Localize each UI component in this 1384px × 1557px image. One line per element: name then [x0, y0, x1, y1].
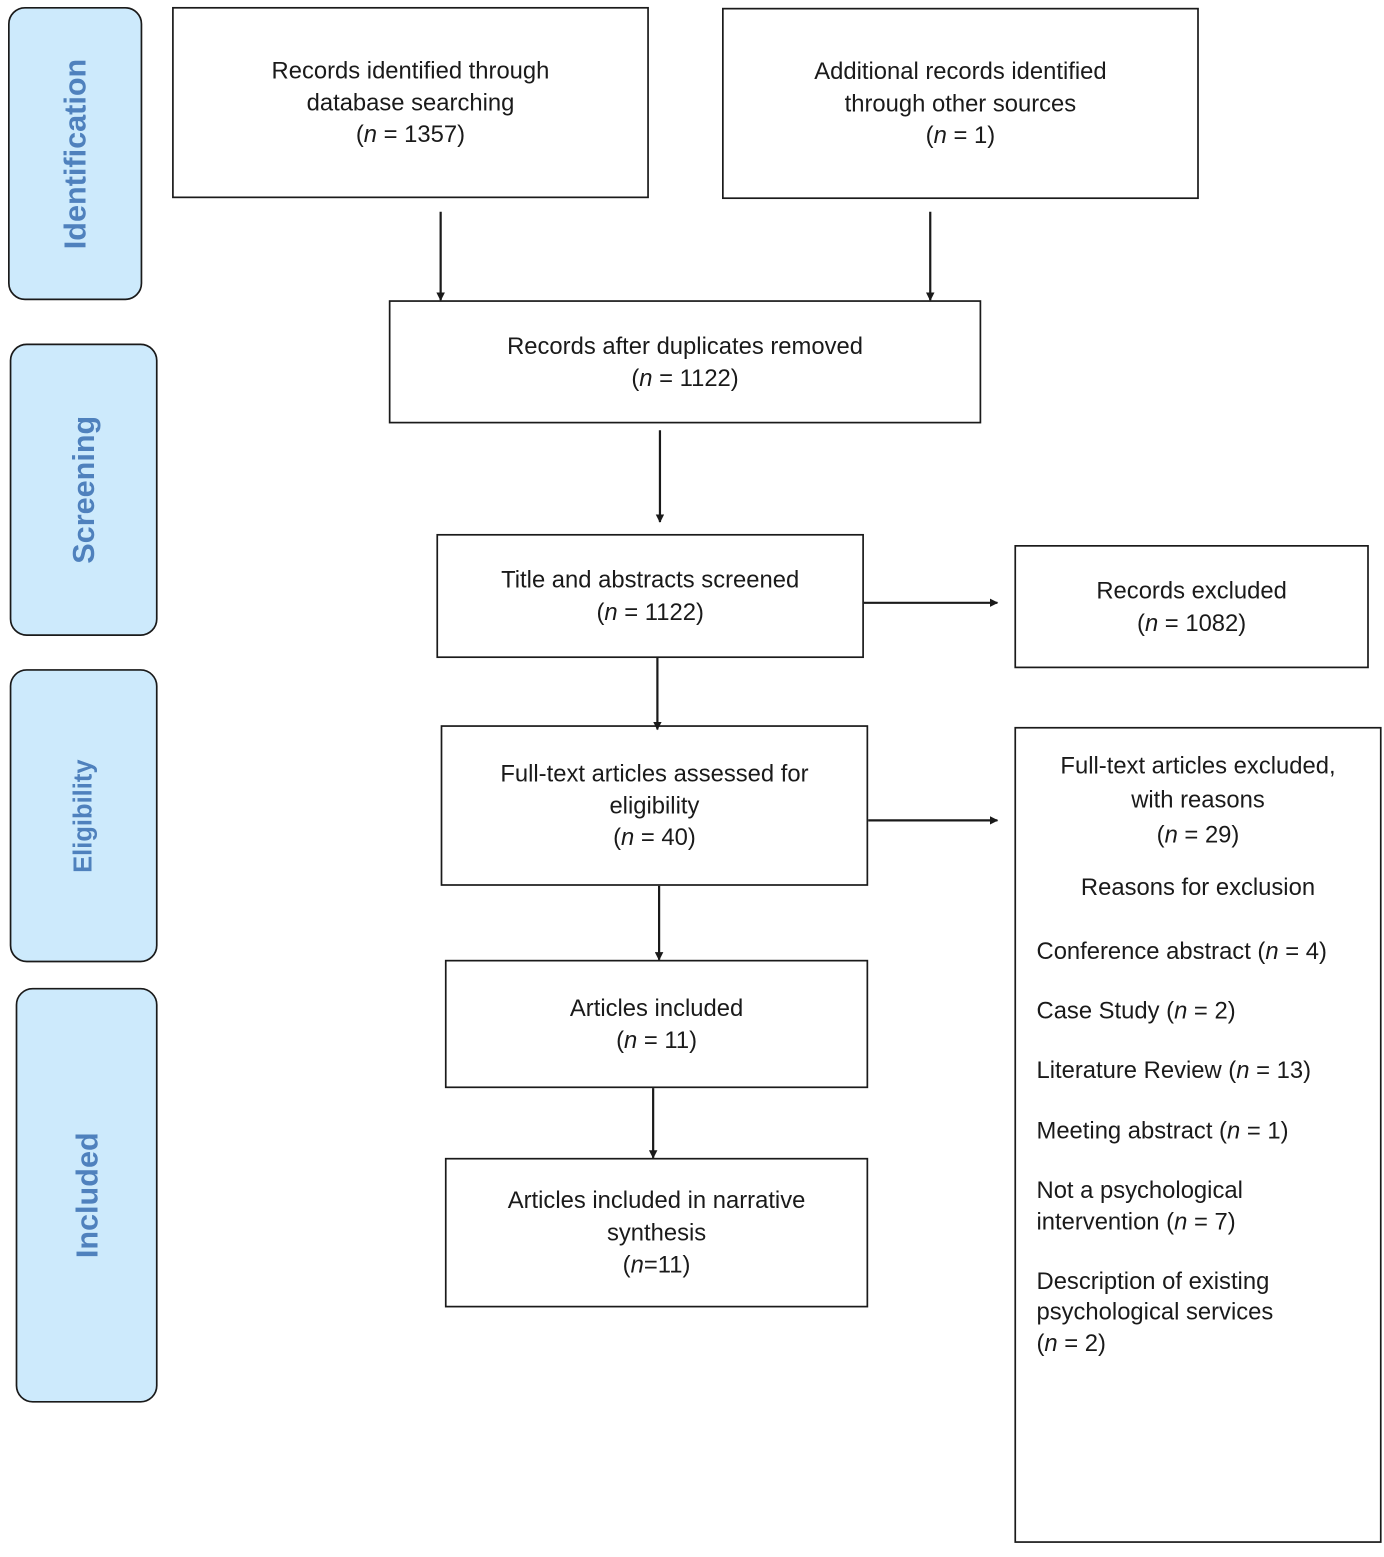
database-search-box: Records identified through database searc…: [172, 6, 649, 199]
phase-eligibility: Eligibility: [9, 669, 158, 963]
box-count: (n = 1357): [355, 121, 466, 148]
box-line: Records excluded: [1096, 577, 1287, 604]
duplicates-removed-box: Records after duplicates removed (n = 112…: [388, 300, 982, 424]
full-text-assessed-box: Full-text articles assessed for eligibili…: [440, 725, 869, 886]
box-line: database searching: [306, 89, 515, 116]
box-line: Articles included in narrative: [507, 1187, 806, 1214]
exclusion-reason: Description of existing psychological ser…: [1037, 1266, 1380, 1359]
phase-identification: Identification: [8, 6, 143, 301]
exclusion-reason-count: (n = 2): [1036, 1329, 1106, 1356]
exclusion-reason-line: psychological services: [1036, 1298, 1274, 1325]
box-count: (n = 11): [616, 1026, 698, 1053]
other-sources-box: Additional records identified through oth…: [722, 7, 1199, 200]
box-line: eligibility: [609, 792, 700, 819]
records-excluded-box: Records excluded (n = 1082): [1014, 545, 1369, 669]
exclusion-reason: Meeting abstract (n = 1): [1037, 1115, 1380, 1146]
narrative-synthesis-box: Articles included in narrative synthesis (…: [444, 1157, 869, 1308]
connectors: [436, 211, 999, 1159]
box-count: (n = 1): [925, 122, 996, 149]
exclusion-reason: Conference abstract (n = 4): [1037, 936, 1380, 967]
box-line: Full-text articles assessed for: [500, 759, 809, 787]
exclusion-reason-line: Conference abstract (n = 4): [1036, 937, 1327, 964]
exclusion-reason-line: Not a psychological: [1036, 1176, 1243, 1204]
prisma-flow-diagram: Identification Screening Eligibility Inc…: [8, 6, 1382, 1543]
screened-box: Title and abstracts screened (n = 1122): [436, 533, 864, 659]
box-line: Records identified through: [271, 56, 550, 84]
reasons-title: Reasons for exclusion: [1080, 874, 1316, 901]
reasons-list: Conference abstract (n = 4) Case Study (n…: [1016, 936, 1380, 1359]
excluded-header-line: Full-text articles excluded,: [1060, 752, 1336, 779]
articles-included-box: Articles included (n = 11): [444, 959, 869, 1089]
box-count: (n = 1122): [596, 598, 704, 625]
exclusion-reason: Literature Review (n = 13): [1037, 1055, 1380, 1086]
box-count: (n = 1082): [1137, 609, 1247, 636]
phase-included: Included: [15, 987, 158, 1403]
exclusion-reason: Case Study (n = 2): [1037, 995, 1380, 1026]
box-line: Articles included: [569, 994, 744, 1021]
box-line: through other sources: [844, 89, 1077, 117]
excluded-header-line: with reasons: [1131, 786, 1265, 814]
exclusion-reason-line: Literature Review (n = 13): [1036, 1056, 1312, 1084]
box-line: synthesis: [606, 1219, 707, 1246]
full-text-excluded-count: (n = 29): [1156, 821, 1240, 848]
box-count: (n=11): [622, 1251, 691, 1278]
box-count: (n = 40): [613, 824, 696, 851]
exclusion-reason: Not a psychological intervention (n = 7): [1037, 1175, 1380, 1237]
box-count: (n = 1122): [631, 364, 739, 391]
box-line: Records after duplicates removed: [507, 332, 863, 359]
full-text-excluded-box: Full-text articles excluded, with reasons…: [1014, 726, 1382, 1543]
full-text-excluded-header: Full-text articles excluded, with reasons…: [1016, 751, 1380, 851]
exclusion-reason-line: Case Study (n = 2): [1036, 997, 1236, 1024]
exclusion-reason-line: Description of existing: [1036, 1267, 1270, 1294]
exclusion-reason-line: intervention (n = 7): [1036, 1207, 1236, 1234]
exclusion-reason-line: Meeting abstract (n = 1): [1036, 1116, 1289, 1144]
phase-screening: Screening: [9, 343, 158, 636]
box-line: Title and abstracts screened: [501, 566, 800, 593]
box-line: Additional records identified: [814, 57, 1107, 85]
